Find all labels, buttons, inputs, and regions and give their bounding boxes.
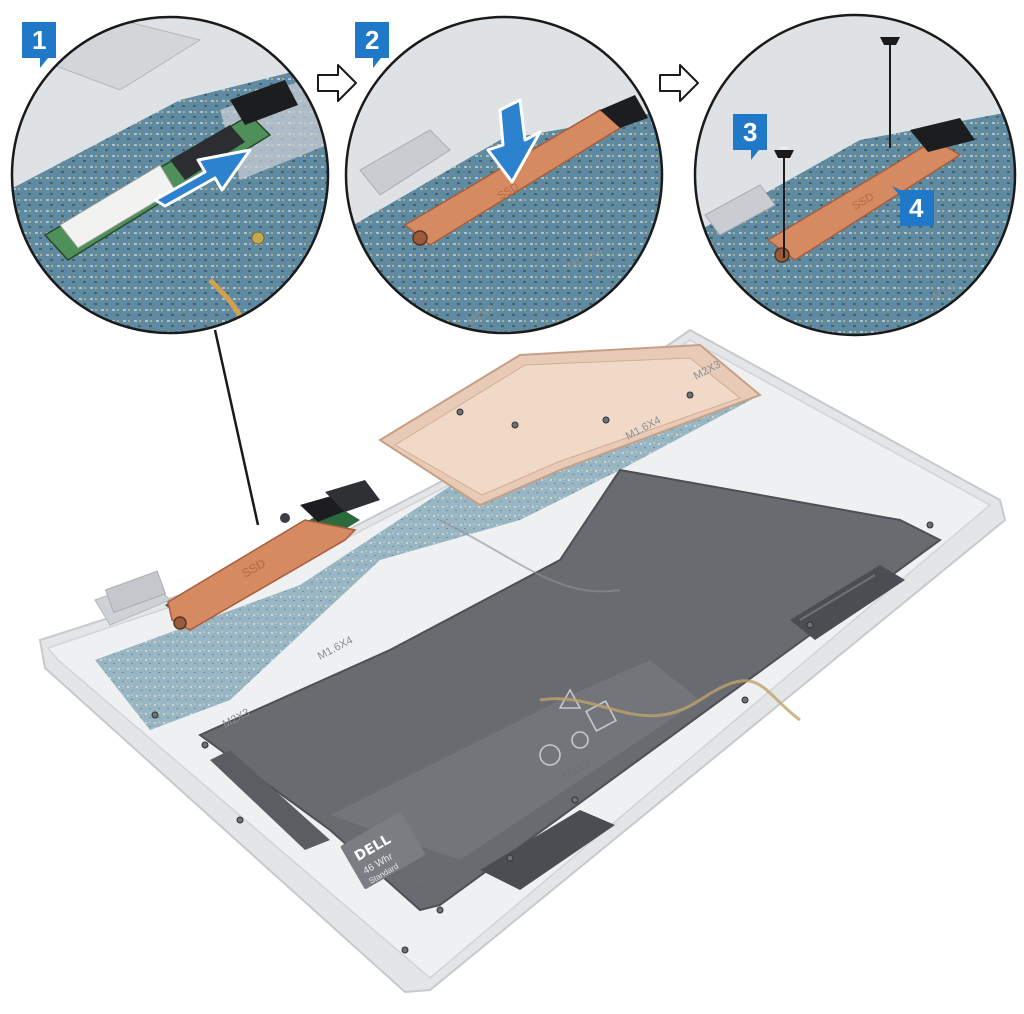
step-badge-4: 4 xyxy=(892,186,934,226)
flow-arrow-1-icon xyxy=(317,64,357,102)
inset-step-1: NVMe xyxy=(10,15,330,335)
step-badge-3: 3 xyxy=(733,114,767,160)
screw-m2x3-second xyxy=(880,37,900,148)
inset-step-2: SSD M1.6X4 M2X3 xyxy=(344,15,664,335)
laptop-base: DELL 46 Whr Standard xyxy=(38,328,1007,994)
svg-text:3: 3 xyxy=(743,117,757,147)
flow-arrow-2-icon xyxy=(659,64,699,102)
speaker-right xyxy=(790,565,905,640)
step-badge-1: 1 xyxy=(22,22,56,68)
step-badge-2: 2 xyxy=(355,22,389,68)
inset-step-3-4: SSD M1.6 xyxy=(693,13,1017,337)
m2-slot-connector xyxy=(230,80,298,125)
svg-text:4: 4 xyxy=(909,193,924,223)
ssd-thermal-plate-installed: SSD xyxy=(165,480,380,631)
insert-direction-arrow-icon xyxy=(153,148,252,208)
svg-text:2: 2 xyxy=(365,25,379,55)
callout-leader-line xyxy=(213,329,260,526)
svg-text:1: 1 xyxy=(32,25,46,55)
place-down-arrow-icon xyxy=(486,98,542,184)
screw-m2x3 xyxy=(774,147,794,258)
